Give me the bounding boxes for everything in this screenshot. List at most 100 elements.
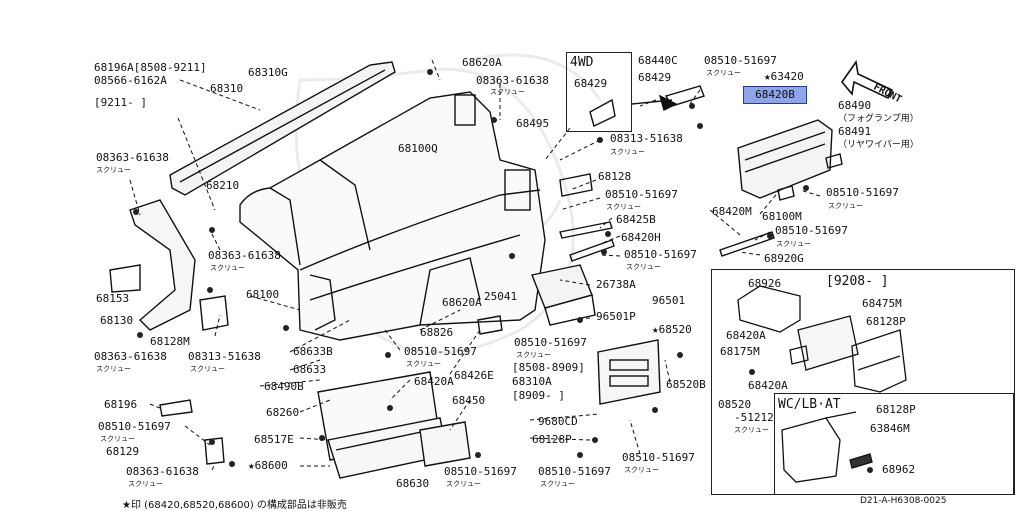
part-label-p08510_bb2[interactable]: 08510-51697: [538, 465, 611, 478]
part-label-p68429_4wd[interactable]: 68429: [574, 77, 608, 90]
part-label-p68130[interactable]: 68130: [100, 314, 134, 327]
screw-sublabel: スクリュー: [446, 480, 481, 488]
part-label-p68520b[interactable]: 68520B: [666, 378, 706, 391]
part-label-p68128p_c[interactable]: 68128P: [532, 433, 572, 446]
part-label-p68128p_a[interactable]: 68128P: [866, 315, 906, 328]
part-label-p08510_bc[interactable]: 08510-51697: [622, 451, 695, 464]
part-label-p08510_r2[interactable]: 08510-51697: [826, 186, 899, 199]
part-label-p68440c[interactable]: 68440C: [638, 54, 678, 67]
part-label-p08510_c[interactable]: 08510-51697: [514, 336, 587, 349]
part-label-p08510_bb1[interactable]: 08510-51697: [444, 465, 517, 478]
part-label-p63420[interactable]: ★63420: [764, 70, 804, 83]
highlighted-part-68420b[interactable]: 68420B: [743, 86, 807, 104]
diagram-code: D21-A-H6308-0025: [860, 496, 947, 506]
part-label-p68196[interactable]: 68196: [104, 398, 138, 411]
part-label-p68420h[interactable]: 68420H: [621, 231, 661, 244]
part-label-p68196a[interactable]: 68196A[8508-9211]: [94, 61, 207, 74]
part-label-p8508[interactable]: [8508-8909]: [512, 361, 585, 374]
inset-4wd-box: [566, 52, 632, 132]
part-label-p68633[interactable]: 68633: [293, 363, 327, 376]
part-label-p96501[interactable]: 96501: [652, 294, 686, 307]
part-label-p8909[interactable]: [8909- ]: [512, 389, 565, 402]
part-label-p68491[interactable]: 68491: [838, 125, 872, 138]
part-label-p08313_top[interactable]: 08313-51638: [610, 132, 683, 145]
part-label-p26738a[interactable]: 26738A: [596, 278, 636, 291]
part-label-p68128p_b[interactable]: 68128P: [876, 403, 916, 416]
part-label-p08510_cc[interactable]: 08510-51697: [404, 345, 477, 358]
part-label-p68926[interactable]: 68926: [748, 277, 782, 290]
screw-sublabel: （リヤワイパー用）: [838, 140, 919, 150]
part-label-p9208[interactable]: [9208- ]: [826, 274, 889, 289]
part-label-p68495[interactable]: 68495: [516, 117, 550, 130]
part-label-p96501p[interactable]: 96501P: [596, 310, 636, 323]
part-label-p63846m[interactable]: 63846M: [870, 422, 910, 435]
part-label-p51212[interactable]: -51212: [734, 411, 774, 424]
part-label-p68420m[interactable]: 68420M: [712, 205, 752, 218]
part-label-p08313_b[interactable]: 08313-51638: [188, 350, 261, 363]
part-label-p68210[interactable]: 68210: [206, 179, 240, 192]
screw-sublabel: スクリュー: [406, 360, 441, 368]
part-label-p68310g[interactable]: 68310G: [248, 66, 288, 79]
part-label-p9680cd[interactable]: 9680CD: [538, 415, 578, 428]
part-label-p08520[interactable]: 08520: [718, 398, 752, 411]
part-label-p08510_mid[interactable]: 08510-51697: [605, 188, 678, 201]
part-label-p08363_left[interactable]: 08363-61638: [96, 151, 169, 164]
part-label-p68420a_r2[interactable]: 68420A: [748, 379, 788, 392]
inset-9208-drawing: [737, 285, 907, 393]
part-label-p08363_bl[interactable]: 08363-61638: [126, 465, 199, 478]
screw-sublabel: スクリュー: [128, 480, 163, 488]
part-label-p68633b[interactable]: 68633B: [293, 345, 333, 358]
part-label-p68620a_mid[interactable]: 68620A: [442, 296, 482, 309]
part-label-p08510_tr[interactable]: 08510-51697: [704, 54, 777, 67]
footnote: ★印 (68420,68520,68600) の構成部品は非販売: [122, 500, 347, 511]
part-label-p68620a_top[interactable]: 68620A: [462, 56, 502, 69]
part-label-pwc[interactable]: WC/LB·AT: [778, 397, 841, 412]
part-label-p68429[interactable]: 68429: [638, 71, 672, 84]
part-label-p68420a_c[interactable]: 68420A: [414, 375, 454, 388]
part-label-p68260[interactable]: 68260: [266, 406, 300, 419]
part-label-p68490b[interactable]: 68490B: [264, 380, 304, 393]
part-label-p68517e[interactable]: 68517E: [254, 433, 294, 446]
part-label-p68128[interactable]: 68128: [598, 170, 632, 183]
screw-sublabel: スクリュー: [490, 88, 525, 96]
part-label-p68962[interactable]: 68962: [882, 463, 916, 476]
part-label-p08510_r3[interactable]: 08510-51697: [775, 224, 848, 237]
screw-sublabel: （フォグランプ用）: [838, 114, 919, 124]
screw-sublabel: スクリュー: [96, 365, 131, 373]
part-label-p68100q[interactable]: 68100Q: [398, 142, 438, 155]
part-label-p68520[interactable]: ★68520: [652, 323, 692, 336]
part-label-p68475m[interactable]: 68475M: [862, 297, 902, 310]
part-label-p25041[interactable]: 25041: [484, 290, 518, 303]
part-label-p68420a_r[interactable]: 68420A: [726, 329, 766, 342]
part-label-p68490[interactable]: 68490: [838, 99, 872, 112]
part-label-p68310a[interactable]: 68310A: [512, 375, 552, 388]
screw-sublabel: スクリュー: [610, 148, 645, 156]
part-label-p68630[interactable]: 68630: [396, 477, 430, 490]
screw-sublabel: スクリュー: [624, 466, 659, 474]
part-label-p68153[interactable]: 68153: [96, 292, 130, 305]
part-label-p08363_mid[interactable]: 08363-61638: [208, 249, 281, 262]
part-label-p9211[interactable]: [9211- ]: [94, 96, 147, 109]
screw-sublabel: スクリュー: [100, 435, 135, 443]
part-label-p68920g[interactable]: 68920G: [764, 252, 804, 265]
part-label-p68426e[interactable]: 68426E: [454, 369, 494, 382]
part-label-p68310[interactable]: 68310: [210, 82, 244, 95]
screw-sublabel: スクリュー: [516, 351, 551, 359]
part-label-p68100[interactable]: 68100: [246, 288, 280, 301]
part-label-p68425b[interactable]: 68425B: [616, 213, 656, 226]
part-label-p68600[interactable]: ★68600: [248, 459, 288, 472]
part-label-p68175m[interactable]: 68175M: [720, 345, 760, 358]
part-label-p08566[interactable]: 08566-6162A: [94, 74, 167, 87]
part-label-p08363_b[interactable]: 08363-61638: [94, 350, 167, 363]
screw-sublabel: スクリュー: [190, 365, 225, 373]
part-label-p68129[interactable]: 68129: [106, 445, 140, 458]
part-label-p68128m[interactable]: 68128M: [150, 335, 190, 348]
part-label-p08510_mid2[interactable]: 08510-51697: [624, 248, 697, 261]
part-label-p68100m[interactable]: 68100M: [762, 210, 802, 223]
part-label-p08363_top[interactable]: 08363-61638: [476, 74, 549, 87]
inset-wc-drawing: [781, 411, 873, 483]
part-label-p68450[interactable]: 68450: [452, 394, 486, 407]
part-label-p68826[interactable]: 68826: [420, 326, 454, 339]
part-label-p08510_bl[interactable]: 08510-51697: [98, 420, 171, 433]
part-label-p4wd[interactable]: 4WD: [570, 55, 594, 70]
